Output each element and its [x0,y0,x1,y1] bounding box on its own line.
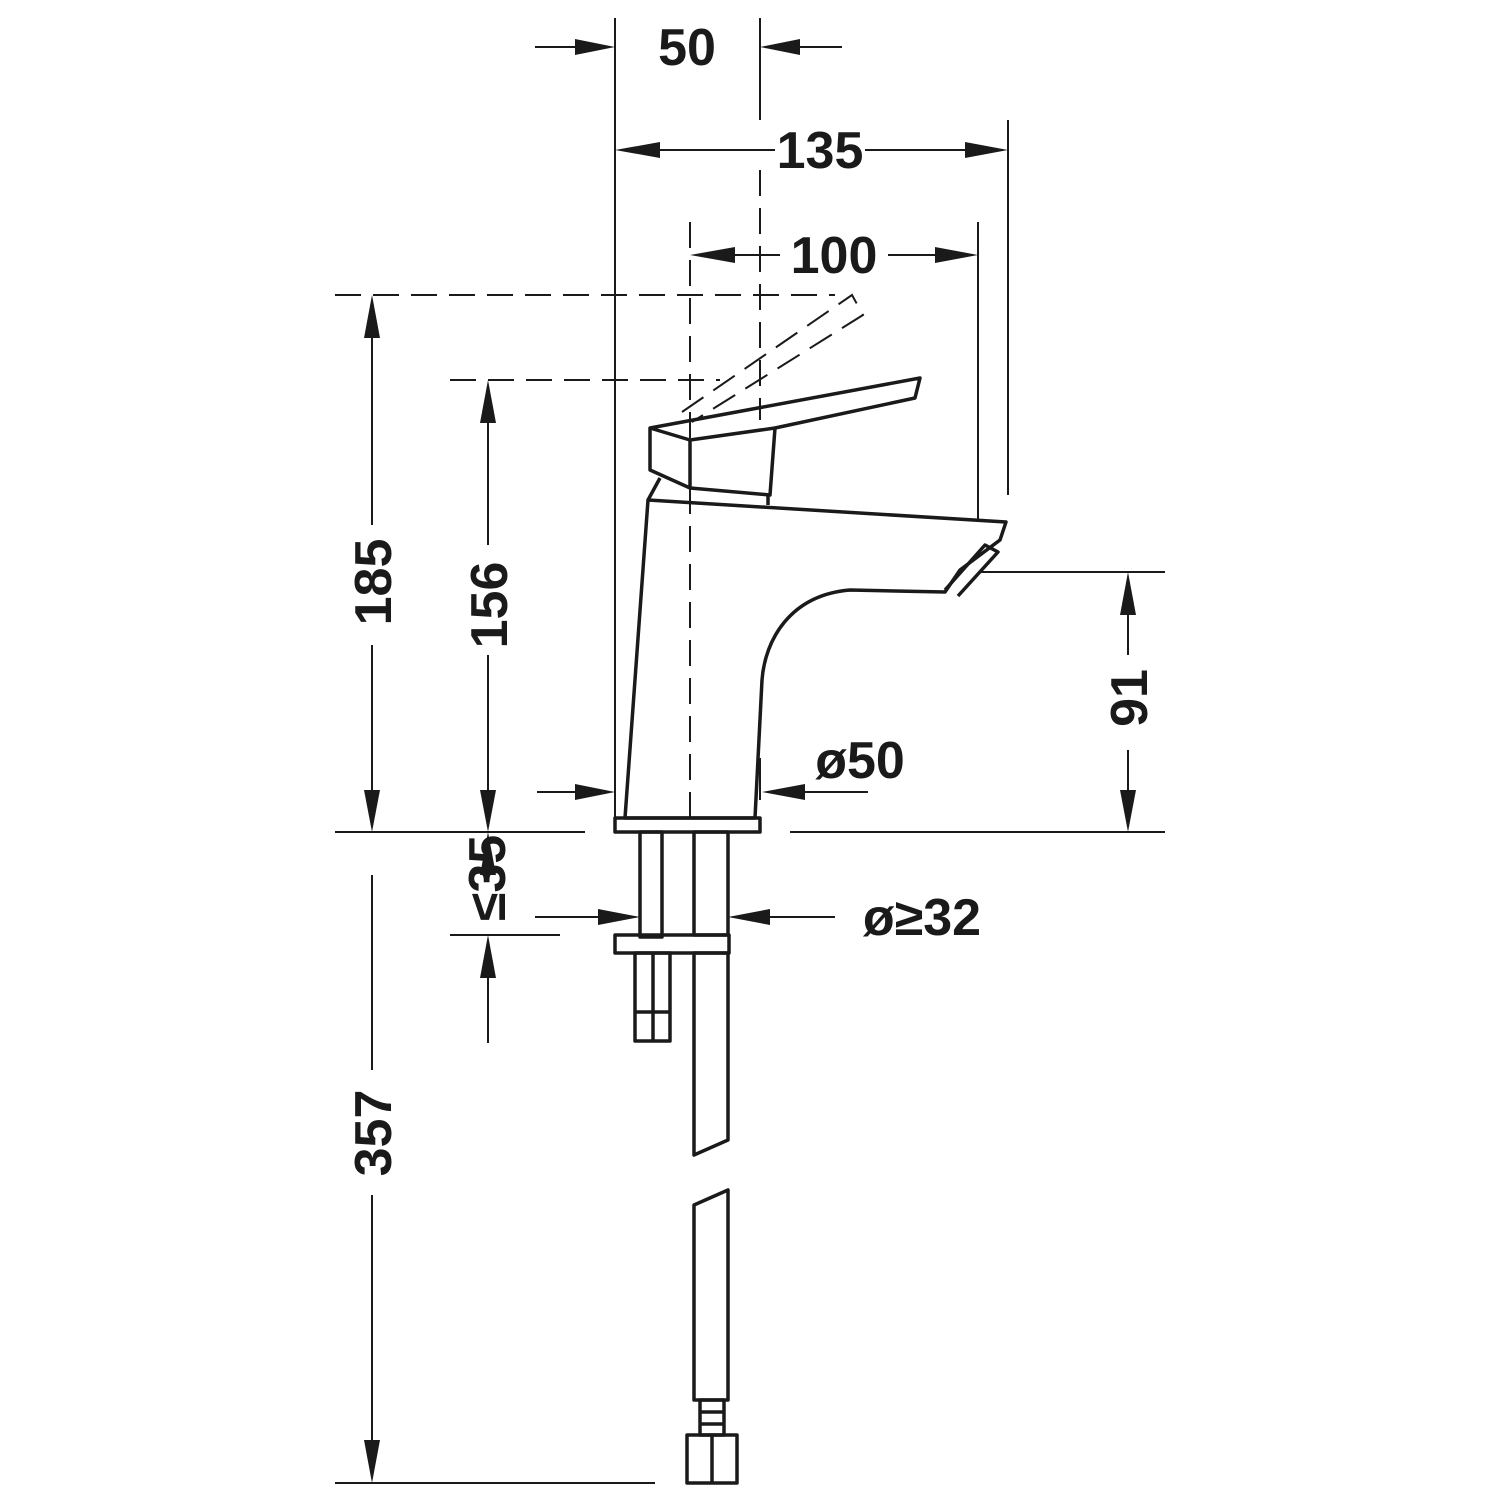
dimension-185: 185 [345,295,403,832]
dim-357-label: 357 [345,1090,403,1177]
dim-185-label: 185 [345,539,403,626]
dim-50-label: 50 [658,19,716,77]
dim-hole-diameter-label: ø≥32 [863,889,981,947]
dimension-deck-thickness: ≤35 [459,832,517,1043]
extension-lines [335,18,1165,1484]
dim-base-diameter-label: ø50 [815,732,905,790]
flexible-hose [685,830,739,1485]
dimension-135: 135 [615,122,1008,180]
dim-156-label: 156 [461,562,519,649]
dim-100-label: 100 [791,227,878,285]
dimension-100: 100 [690,227,978,285]
dimension-156: 156 [461,380,519,832]
dim-91-label: 91 [1101,669,1159,727]
dim-deck-thickness-label: ≤35 [459,835,517,921]
dim-135-label: 135 [777,122,864,180]
dimension-hole-diameter: ø≥32 [535,889,981,947]
faucet-body [623,293,1008,820]
faucet-base [613,816,762,1043]
dimension-91: 91 [1101,572,1159,832]
dimension-50: 50 [535,19,842,77]
dimension-base-diameter: ø50 [537,732,905,800]
dimension-357: 357 [345,875,403,1483]
